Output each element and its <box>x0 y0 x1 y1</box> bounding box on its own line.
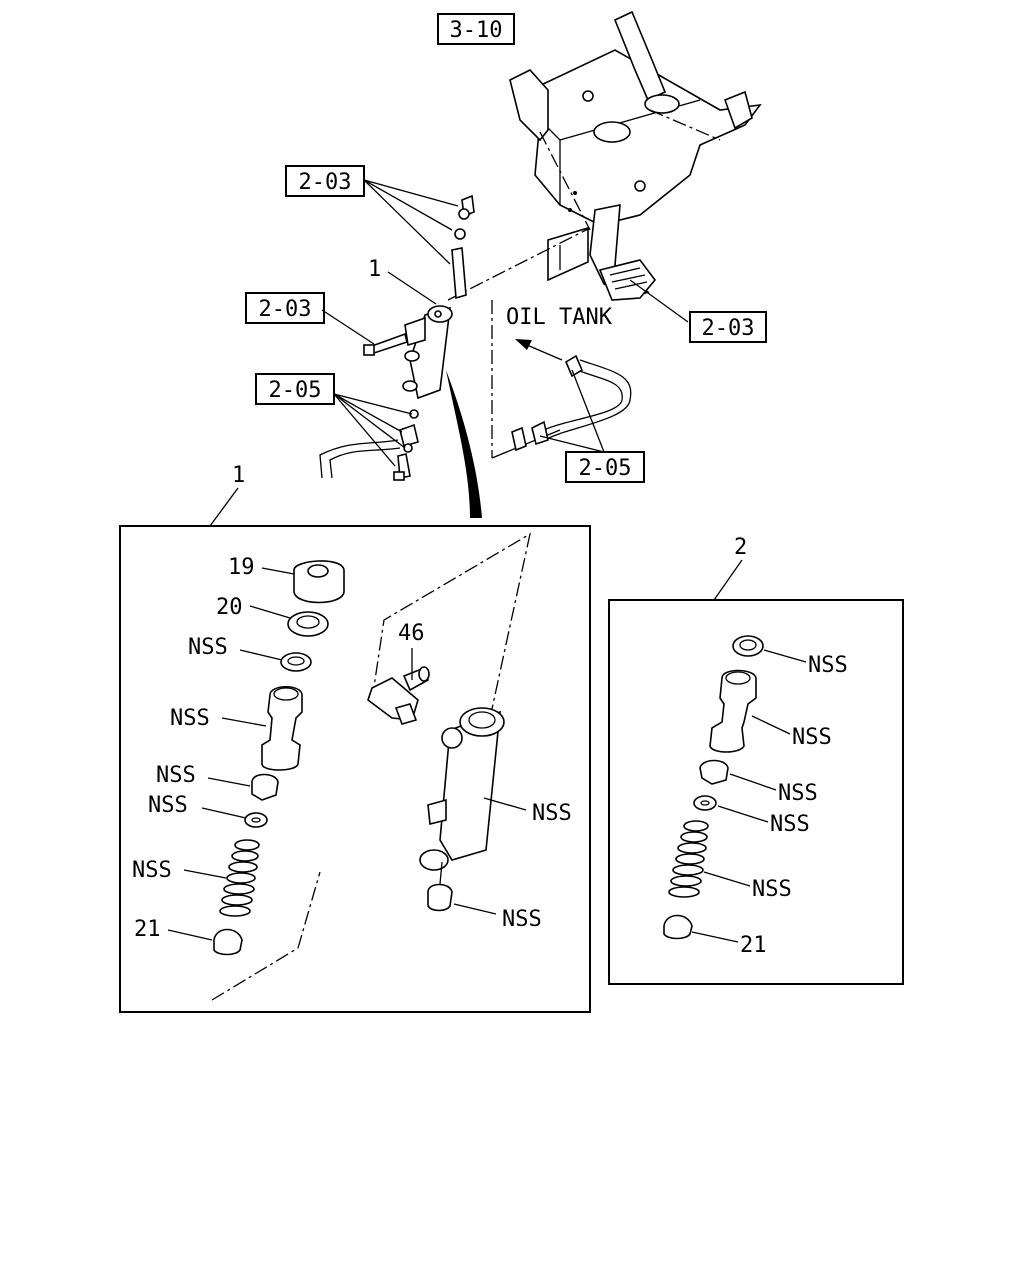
ref-label-pin-group: 2-03 <box>299 170 352 195</box>
oil-tank-pipe <box>491 300 632 459</box>
label-20: 20 <box>216 595 243 620</box>
ref-label-bolt: 2-03 <box>259 297 312 322</box>
label-nss-seal-2: NSS <box>808 653 848 678</box>
ref-label-pedal: 2-03 <box>702 316 755 341</box>
spring-1 <box>219 839 260 917</box>
label-nss-spring-2: NSS <box>752 877 792 902</box>
ref-label-bracket: 3-10 <box>450 18 503 43</box>
ref-label-hose-fittings: 2-05 <box>269 378 322 403</box>
clutch-pedal <box>547 204 657 301</box>
label-46: 46 <box>398 621 425 646</box>
label-nss-washer-1: NSS <box>148 793 188 818</box>
ref-box-hose-fittings: 2-05 <box>255 373 335 405</box>
label-21-inset-1: 21 <box>134 917 161 942</box>
label-nss-plug: NSS <box>502 907 542 932</box>
label-nss-piston-1: NSS <box>170 706 210 731</box>
label-21-inset-2: 21 <box>740 933 767 958</box>
oil-tank-label: OIL TANK <box>506 305 613 330</box>
ref-box-bolt: 2-03 <box>245 292 325 324</box>
ref-box-bracket: 3-10 <box>437 13 515 45</box>
ref-label-pipe-fittings: 2-05 <box>579 456 632 481</box>
ref-box-pipe-fittings: 2-05 <box>565 451 645 483</box>
callout-cylinder: 1 <box>368 257 381 282</box>
label-19: 19 <box>228 555 255 580</box>
inset-1-number: 1 <box>232 463 245 488</box>
inset-1: 1 <box>119 463 591 1013</box>
leader-lines-top <box>321 179 689 467</box>
label-nss-seal-1: NSS <box>188 635 228 660</box>
label-nss-piston-2: NSS <box>792 725 832 750</box>
spring-2 <box>668 820 709 898</box>
label-nss-body: NSS <box>532 801 572 826</box>
label-nss-cup-2: NSS <box>778 781 818 806</box>
label-nss-washer-2: NSS <box>770 812 810 837</box>
label-nss-spring-1: NSS <box>132 858 172 883</box>
inset-2: 2 NSS NSS NSS NSS NSS 21 <box>608 535 904 985</box>
pedal-bracket <box>509 10 762 231</box>
detail-arrow <box>446 370 482 518</box>
label-nss-cup-1: NSS <box>156 763 196 788</box>
push-rod-line <box>447 227 591 301</box>
ref-box-pedal: 2-03 <box>689 311 767 343</box>
master-cylinder-assembly <box>319 194 475 481</box>
inset-2-number: 2 <box>734 535 747 560</box>
ref-box-pin-group: 2-03 <box>285 165 365 197</box>
